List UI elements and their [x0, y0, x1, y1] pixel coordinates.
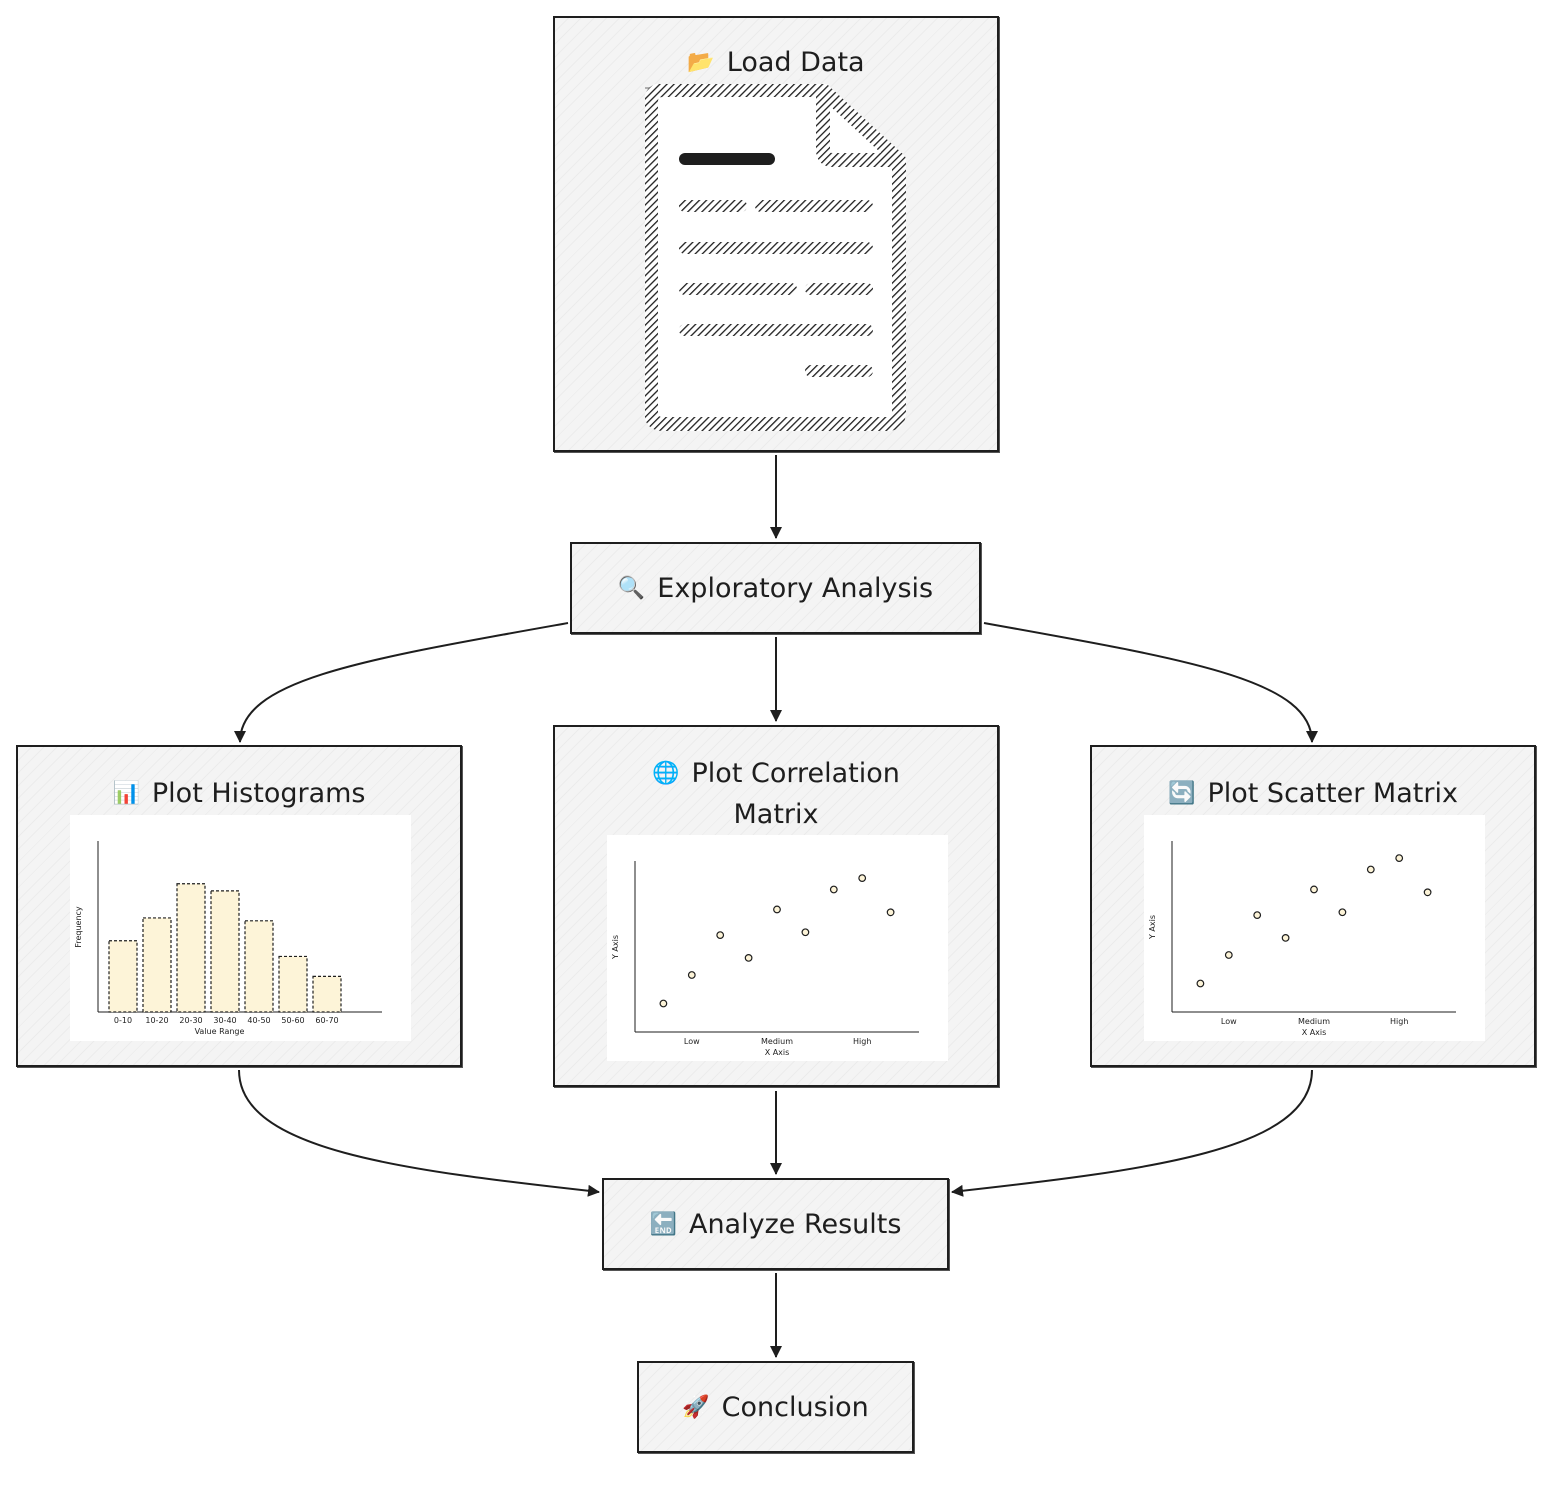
correlation-point [716, 931, 725, 939]
correlation-x-axis-title: X Axis [765, 1048, 790, 1057]
scatter-point [1310, 885, 1318, 894]
refresh-icon: 🔄 [1168, 781, 1196, 806]
scatter-point [1423, 888, 1432, 897]
exploratory-analysis-node[interactable]: 🔍 Exploratory Analysis [570, 542, 981, 634]
correlation-point [801, 928, 810, 937]
magnifier-icon: 🔍 [617, 576, 646, 601]
hist-x-tick-label: 40-50 [247, 1016, 270, 1025]
load-data-node[interactable]: 📂 Load Data [553, 16, 999, 452]
plot-correlation-label-line1: Plot Correlation [691, 758, 900, 789]
hist-x-tick-label: 10-20 [145, 1016, 168, 1025]
hist-bar [108, 940, 138, 1013]
end-arrow-icon: 🔚 [649, 1212, 677, 1237]
correlation-x-tick-label: High [853, 1037, 871, 1046]
load-data-label: Load Data [726, 47, 865, 78]
plot-histograms-title: 📊 Plot Histograms [18, 773, 460, 814]
correlation-point [829, 885, 838, 894]
hist-x-axis-title: Value Range [195, 1027, 245, 1036]
scatter-point [1281, 933, 1290, 942]
folder-icon: 📂 [687, 50, 715, 75]
correlation-point [659, 999, 668, 1008]
scatter-point [1366, 865, 1375, 874]
scatter-point [1196, 979, 1205, 988]
hist-y-axis-title: Frequency [74, 906, 83, 948]
analyze-results-title: 🔚 Analyze Results [604, 1204, 947, 1245]
plot-histograms-node[interactable]: 📊 Plot Histograms 0-10 10-20 20-30 30-40 40-5… [16, 745, 462, 1067]
conclusion-node[interactable]: 🚀 Conclusion [637, 1361, 914, 1453]
arrow-explore-to-scatter [983, 622, 1318, 743]
globe-icon: 🌐 [652, 761, 680, 786]
scatter-x-axis-title: X Axis [1302, 1028, 1327, 1037]
conclusion-title: 🚀 Conclusion [639, 1387, 912, 1428]
scatter-chart: Low Medium High X Axis Y Axis [1144, 815, 1485, 1041]
hist-bar [142, 917, 172, 1013]
bar-chart-icon: 📊 [112, 781, 140, 806]
rocket-icon: 🚀 [682, 1395, 710, 1420]
correlation-y-axis-title: Y Axis [611, 935, 620, 960]
plot-scatter-label: Plot Scatter Matrix [1207, 778, 1458, 809]
scatter-x-tick-label: Low [1221, 1017, 1237, 1026]
hist-bar [312, 975, 342, 1013]
correlation-point [858, 874, 867, 882]
plot-scatter-title: 🔄 Plot Scatter Matrix [1092, 773, 1534, 814]
hist-x-tick-label: 20-30 [179, 1016, 202, 1025]
scatter-point [1253, 911, 1262, 919]
exploratory-analysis-title: 🔍 Exploratory Analysis [572, 568, 979, 609]
scatter-point [1395, 854, 1404, 862]
scatter-x-tick-label: High [1390, 1017, 1408, 1026]
hist-x-tick-label: 0-10 [114, 1016, 132, 1025]
correlation-point [687, 971, 696, 979]
exploratory-analysis-label: Exploratory Analysis [657, 573, 934, 604]
analyze-results-node[interactable]: 🔚 Analyze Results [602, 1178, 949, 1270]
hist-bar [176, 883, 206, 1013]
document-illustration [645, 84, 906, 431]
load-data-title: 📂 Load Data [555, 42, 997, 83]
scatter-point [1338, 908, 1347, 917]
correlation-x-tick-label: Low [684, 1037, 700, 1046]
plot-scatter-node[interactable]: 🔄 Plot Scatter Matrix Low Medium High X Axis… [1090, 745, 1536, 1067]
plot-histograms-label: Plot Histograms [151, 778, 366, 809]
correlation-point [886, 908, 895, 917]
hist-bar [210, 890, 240, 1013]
plot-correlation-label-line2: Matrix [733, 799, 819, 830]
hist-x-tick-label: 50-60 [281, 1016, 304, 1025]
correlation-point [773, 905, 781, 914]
hist-x-tick-label: 60-70 [315, 1016, 338, 1025]
arrow-scatter-to-analyze [951, 1069, 1313, 1197]
scatter-y-axis-title: Y Axis [1148, 915, 1157, 940]
scatter-point [1224, 951, 1233, 959]
correlation-x-tick-label: Medium [761, 1037, 793, 1046]
arrow-explore-to-histograms [234, 622, 569, 743]
analyze-results-label: Analyze Results [688, 1209, 902, 1240]
hist-bar [244, 920, 274, 1013]
hist-bar [278, 955, 308, 1013]
conclusion-label: Conclusion [721, 1392, 869, 1423]
correlation-point [744, 953, 753, 962]
hist-x-tick-label: 30-40 [213, 1016, 236, 1025]
correlation-chart: Low Medium High X Axis Y Axis [607, 835, 948, 1061]
arrow-histograms-to-analyze [238, 1069, 600, 1197]
scatter-x-tick-label: Medium [1298, 1017, 1330, 1026]
